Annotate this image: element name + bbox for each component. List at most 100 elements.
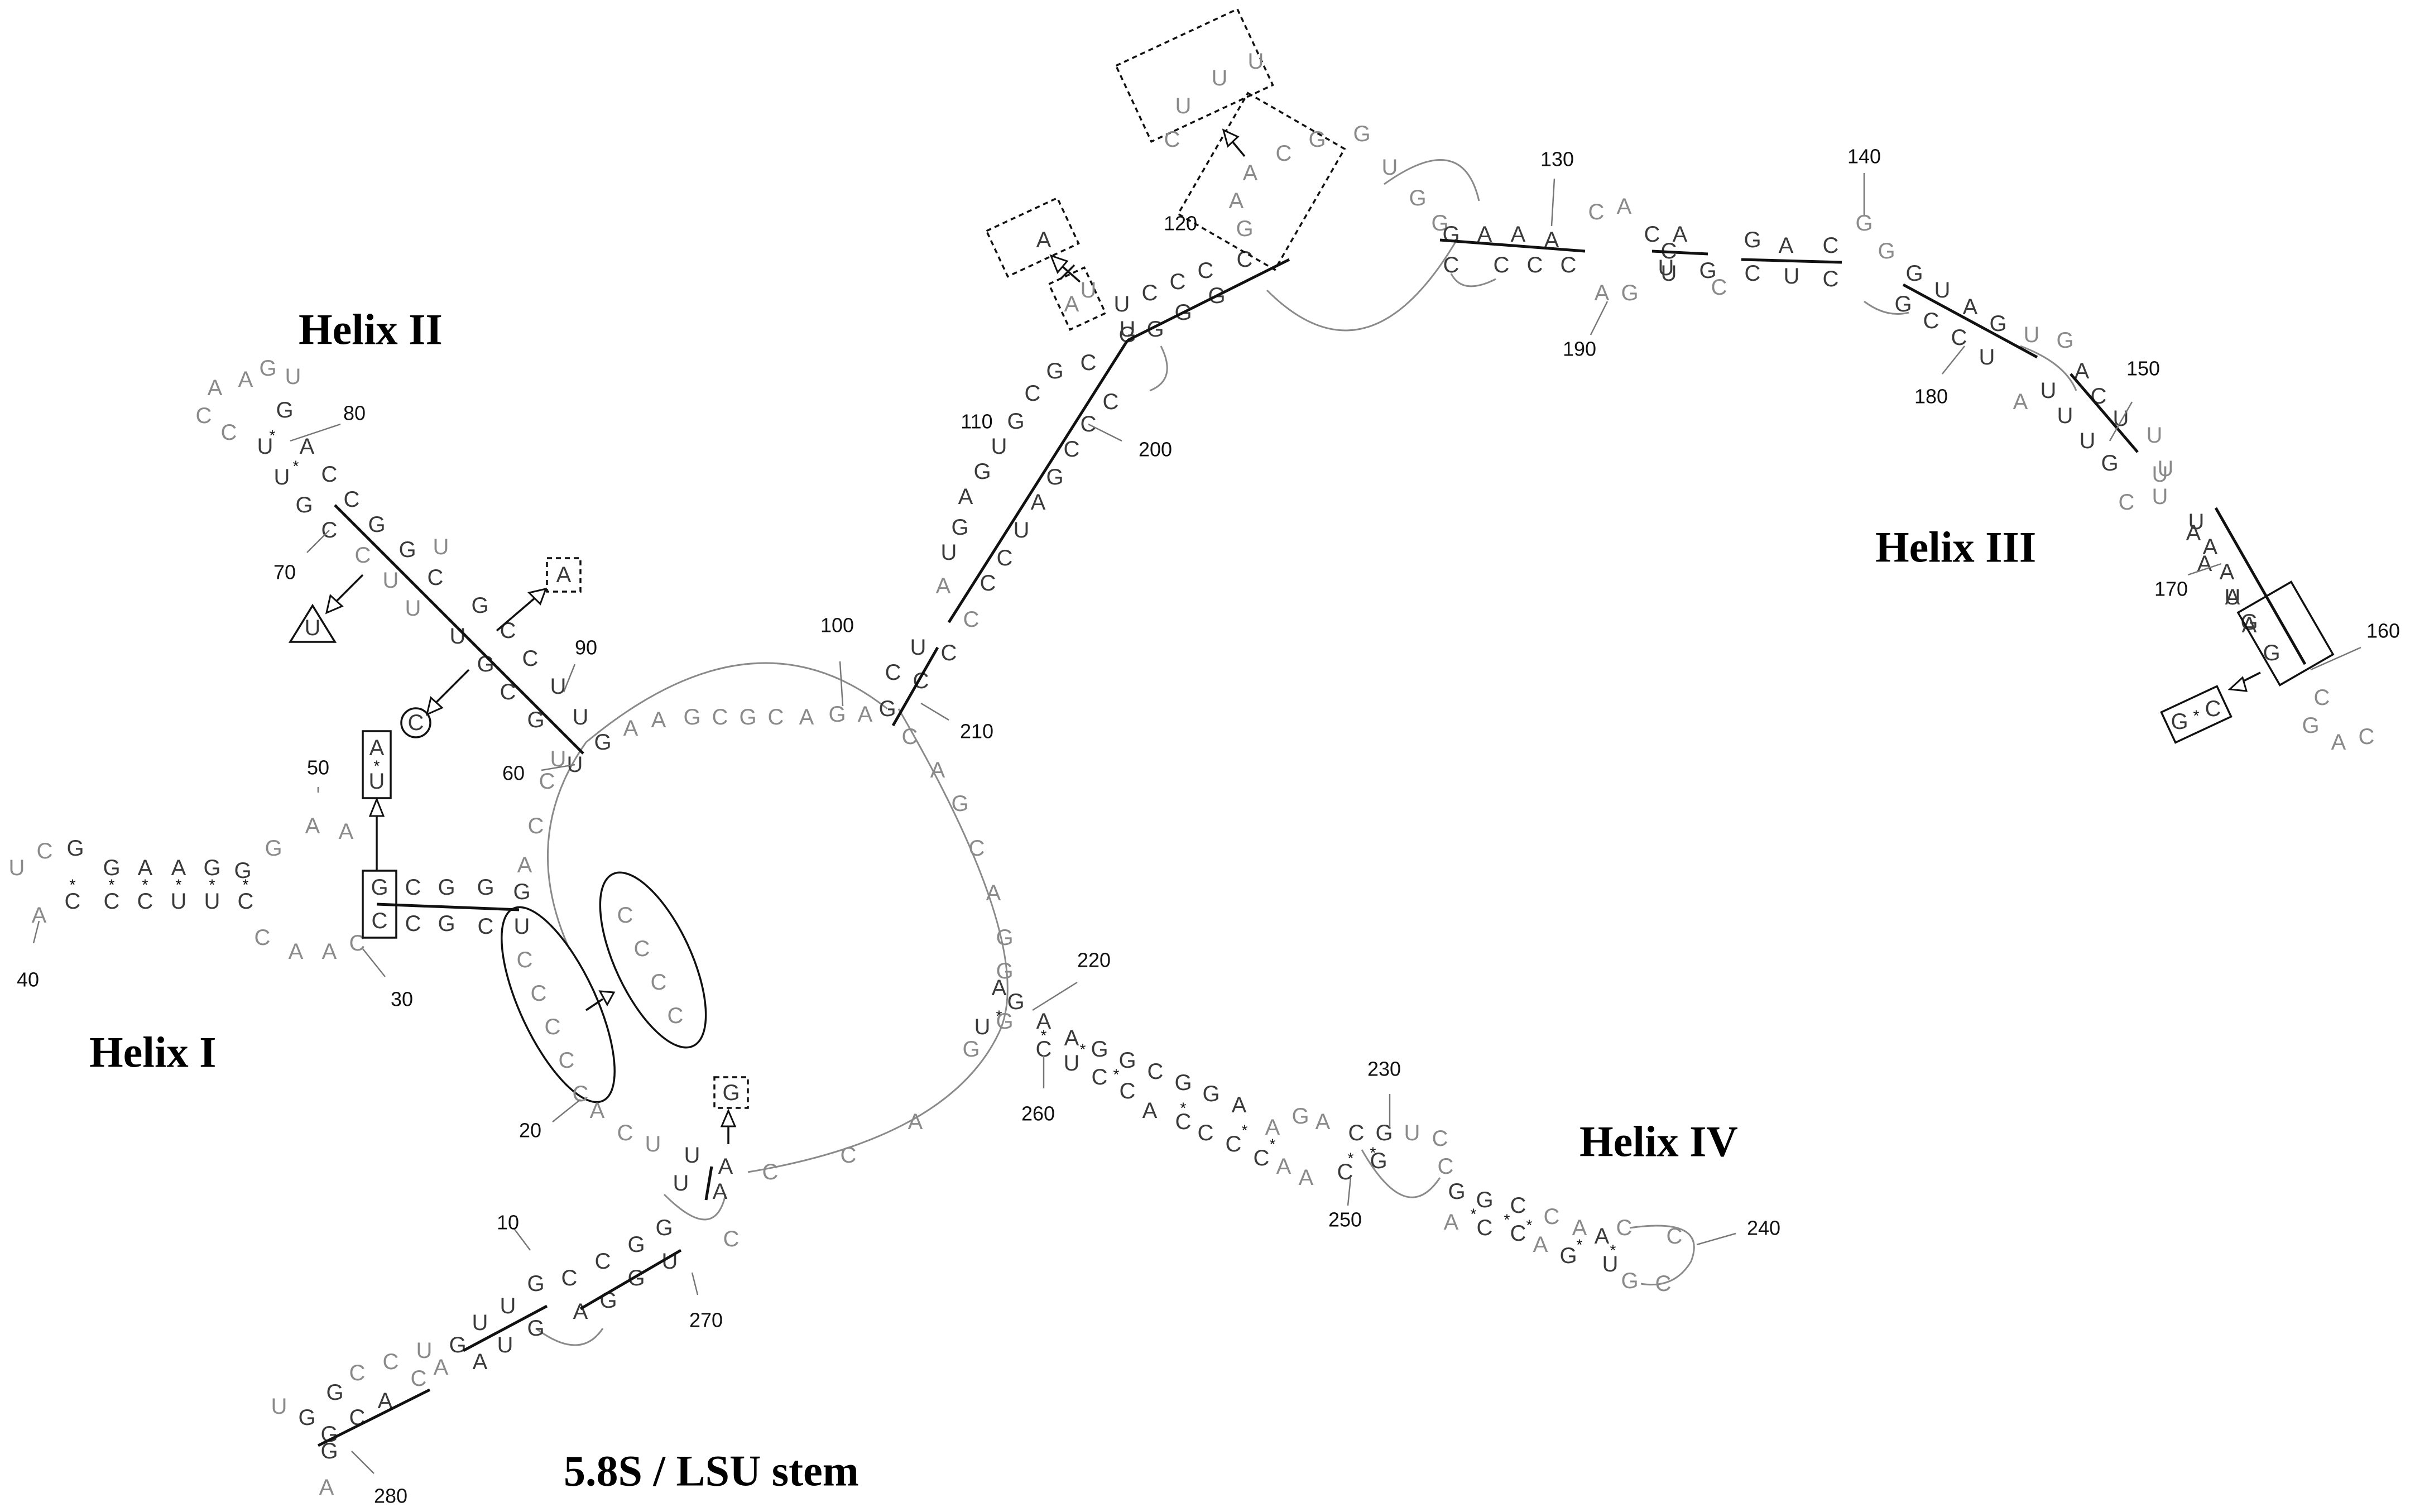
nt: A [1232, 1093, 1247, 1117]
position-number: 160 [2366, 620, 2400, 642]
stem-label: 5.8S / LSU stem [564, 1447, 859, 1495]
position-number: 200 [1139, 438, 1172, 461]
nt: C [539, 769, 555, 794]
nt: U [1784, 264, 1800, 289]
pair-line [947, 339, 1129, 623]
nt: U [1382, 155, 1398, 180]
nt: A [1444, 1210, 1459, 1235]
nt: U [974, 1015, 991, 1039]
svg-text:*: * [2193, 707, 2200, 724]
pair-line [579, 1249, 682, 1311]
nt: U [405, 596, 421, 621]
nt: C [1588, 200, 1605, 224]
nt: C [531, 981, 547, 1006]
nt: A [339, 819, 354, 844]
nt: G [1236, 217, 1253, 241]
nt: C [383, 1350, 399, 1374]
nt: G [1091, 1037, 1108, 1062]
nt: C [723, 1227, 740, 1251]
nt: U [1979, 345, 1995, 369]
nt: G [1174, 1071, 1192, 1095]
nt: U [2152, 484, 2168, 509]
nt: G [326, 1380, 343, 1405]
nt: G [438, 911, 455, 936]
nt: A [2186, 521, 2201, 545]
helix2-pair-line [334, 504, 584, 755]
nt: G [259, 356, 276, 381]
nt: G [594, 730, 611, 755]
nt: C [617, 903, 633, 928]
svg-text:*: * [293, 458, 299, 475]
nt: A [1572, 1216, 1587, 1240]
nt: C [768, 705, 784, 729]
nt: C [355, 543, 371, 568]
nt: C [1745, 261, 1761, 286]
pair-line [1902, 283, 2038, 359]
nt: G [477, 875, 494, 900]
nt: A [958, 484, 973, 509]
variant-dashed-box [1115, 7, 1274, 143]
helix-4-label: Helix IV [1579, 1117, 1738, 1166]
nt: G [1118, 1048, 1136, 1073]
nt: C [559, 1048, 575, 1073]
variant-circle [400, 707, 431, 738]
nt: U [1248, 49, 1264, 74]
nt: A [718, 1154, 733, 1179]
nt: C [528, 814, 544, 838]
position-number: 80 [343, 402, 366, 425]
nt: G [1476, 1188, 1493, 1212]
nt: G [627, 1232, 645, 1257]
nt: C [1226, 1132, 1242, 1156]
svg-text:*: * [270, 427, 276, 444]
nt: G [203, 856, 220, 880]
nt: G [1855, 211, 1873, 236]
svg-text:*: * [1113, 1066, 1120, 1083]
nt: G [722, 1081, 740, 1105]
nt: U [383, 568, 399, 593]
nt: C [1432, 1126, 1448, 1151]
nt: G [1409, 186, 1426, 210]
position-number: 270 [689, 1309, 723, 1332]
svg-text:*: * [1526, 1217, 1533, 1234]
nt: G [527, 1271, 544, 1296]
central-loop-bottom [747, 1032, 1000, 1173]
nt: G [1353, 122, 1370, 146]
nt: A [556, 563, 572, 587]
helix3-junction-bulge [1149, 345, 1168, 392]
nt: U [500, 1294, 516, 1318]
nt: C [1544, 1204, 1560, 1229]
helix3-arc-upper [1384, 159, 1480, 201]
nt: A [2197, 551, 2212, 576]
nt: U [550, 674, 566, 699]
nt: U [1661, 261, 1677, 286]
nt: U [1064, 1051, 1080, 1076]
nt: U [673, 1171, 689, 1196]
svg-text:*: * [374, 757, 380, 775]
nt: G [103, 856, 120, 880]
nt: A [32, 903, 47, 928]
nt: G [683, 705, 700, 729]
nt: C [2314, 685, 2330, 710]
nt: G [739, 705, 756, 729]
nt: A [2331, 730, 2346, 755]
nt: C [349, 1361, 366, 1385]
nt: U [9, 856, 25, 880]
nt: U [433, 535, 449, 559]
nt: C [1494, 253, 1510, 277]
helix-3-stem: C U C C C A U G A G U G C G C C C U A G … [885, 7, 1371, 727]
position-number: 90 [575, 636, 597, 659]
arrow [496, 596, 537, 632]
central-loop-upper-left [585, 662, 888, 743]
nt: G [1308, 127, 1326, 152]
nt: A [1064, 292, 1079, 316]
backbone-lines [535, 159, 2077, 1346]
nt: G [1621, 1269, 1638, 1293]
nt: G [1448, 1179, 1465, 1204]
position-number: 150 [2126, 357, 2160, 380]
nt: A [305, 814, 320, 838]
variant-dashed-box [1047, 266, 1107, 331]
position-number: 250 [1328, 1208, 1362, 1231]
nt: C [545, 1015, 561, 1039]
nt: C [478, 914, 494, 939]
nt: A [1031, 490, 1046, 515]
